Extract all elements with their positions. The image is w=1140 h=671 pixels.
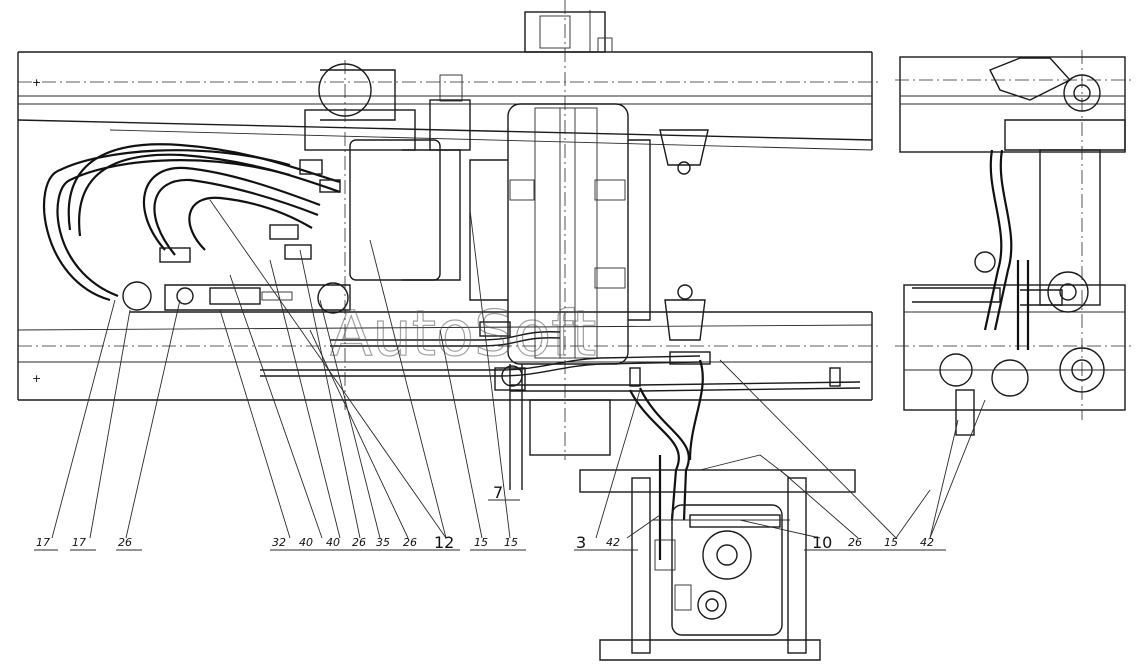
callout-17b: 17 bbox=[72, 536, 86, 549]
right-view-details bbox=[912, 50, 1126, 436]
frame-rail-lower: + bbox=[17, 311, 880, 401]
callout-40b: 40 bbox=[326, 536, 340, 549]
frame-rail-right-view bbox=[895, 56, 1135, 411]
callout-12: 12 bbox=[434, 533, 454, 552]
callout-10: 10 bbox=[812, 533, 832, 552]
callout-15c: 15 bbox=[884, 536, 898, 549]
callout-17a: 17 bbox=[36, 536, 50, 549]
callout-labels: 17 17 26 32 40 40 26 35 26 12 15 15 7 3 … bbox=[34, 483, 946, 552]
callout-32: 32 bbox=[272, 536, 286, 549]
callout-40a: 40 bbox=[299, 536, 313, 549]
mark-plus-2: + bbox=[32, 372, 41, 385]
cylinder-assembly bbox=[304, 60, 471, 410]
callout-7: 7 bbox=[493, 483, 503, 502]
callout-35: 35 bbox=[376, 536, 390, 549]
callout-26d: 26 bbox=[848, 536, 862, 549]
callout-26a: 26 bbox=[118, 536, 132, 549]
callout-15a: 15 bbox=[474, 536, 488, 549]
callout-3: 3 bbox=[576, 533, 586, 552]
steel-tubes bbox=[260, 321, 861, 392]
mark-plus-1: + bbox=[32, 76, 41, 89]
frame-rail-upper: + bbox=[17, 51, 880, 400]
transfer-case-body bbox=[469, 103, 651, 490]
leader-lines bbox=[51, 199, 986, 539]
fittings-left bbox=[122, 159, 351, 314]
callout-26c: 26 bbox=[403, 536, 417, 549]
watermark-text: AutoSoft bbox=[330, 297, 596, 370]
callout-42b: 42 bbox=[920, 536, 934, 549]
hose-to-pump bbox=[629, 359, 704, 560]
hose-bundle-left bbox=[42, 143, 341, 302]
top-mount-bracket bbox=[524, 0, 613, 460]
pump-assembly bbox=[579, 454, 856, 661]
callout-42a: 42 bbox=[606, 536, 620, 549]
mount-bracket-right bbox=[659, 129, 709, 341]
callout-15b: 15 bbox=[504, 536, 518, 549]
callout-26b: 26 bbox=[352, 536, 366, 549]
